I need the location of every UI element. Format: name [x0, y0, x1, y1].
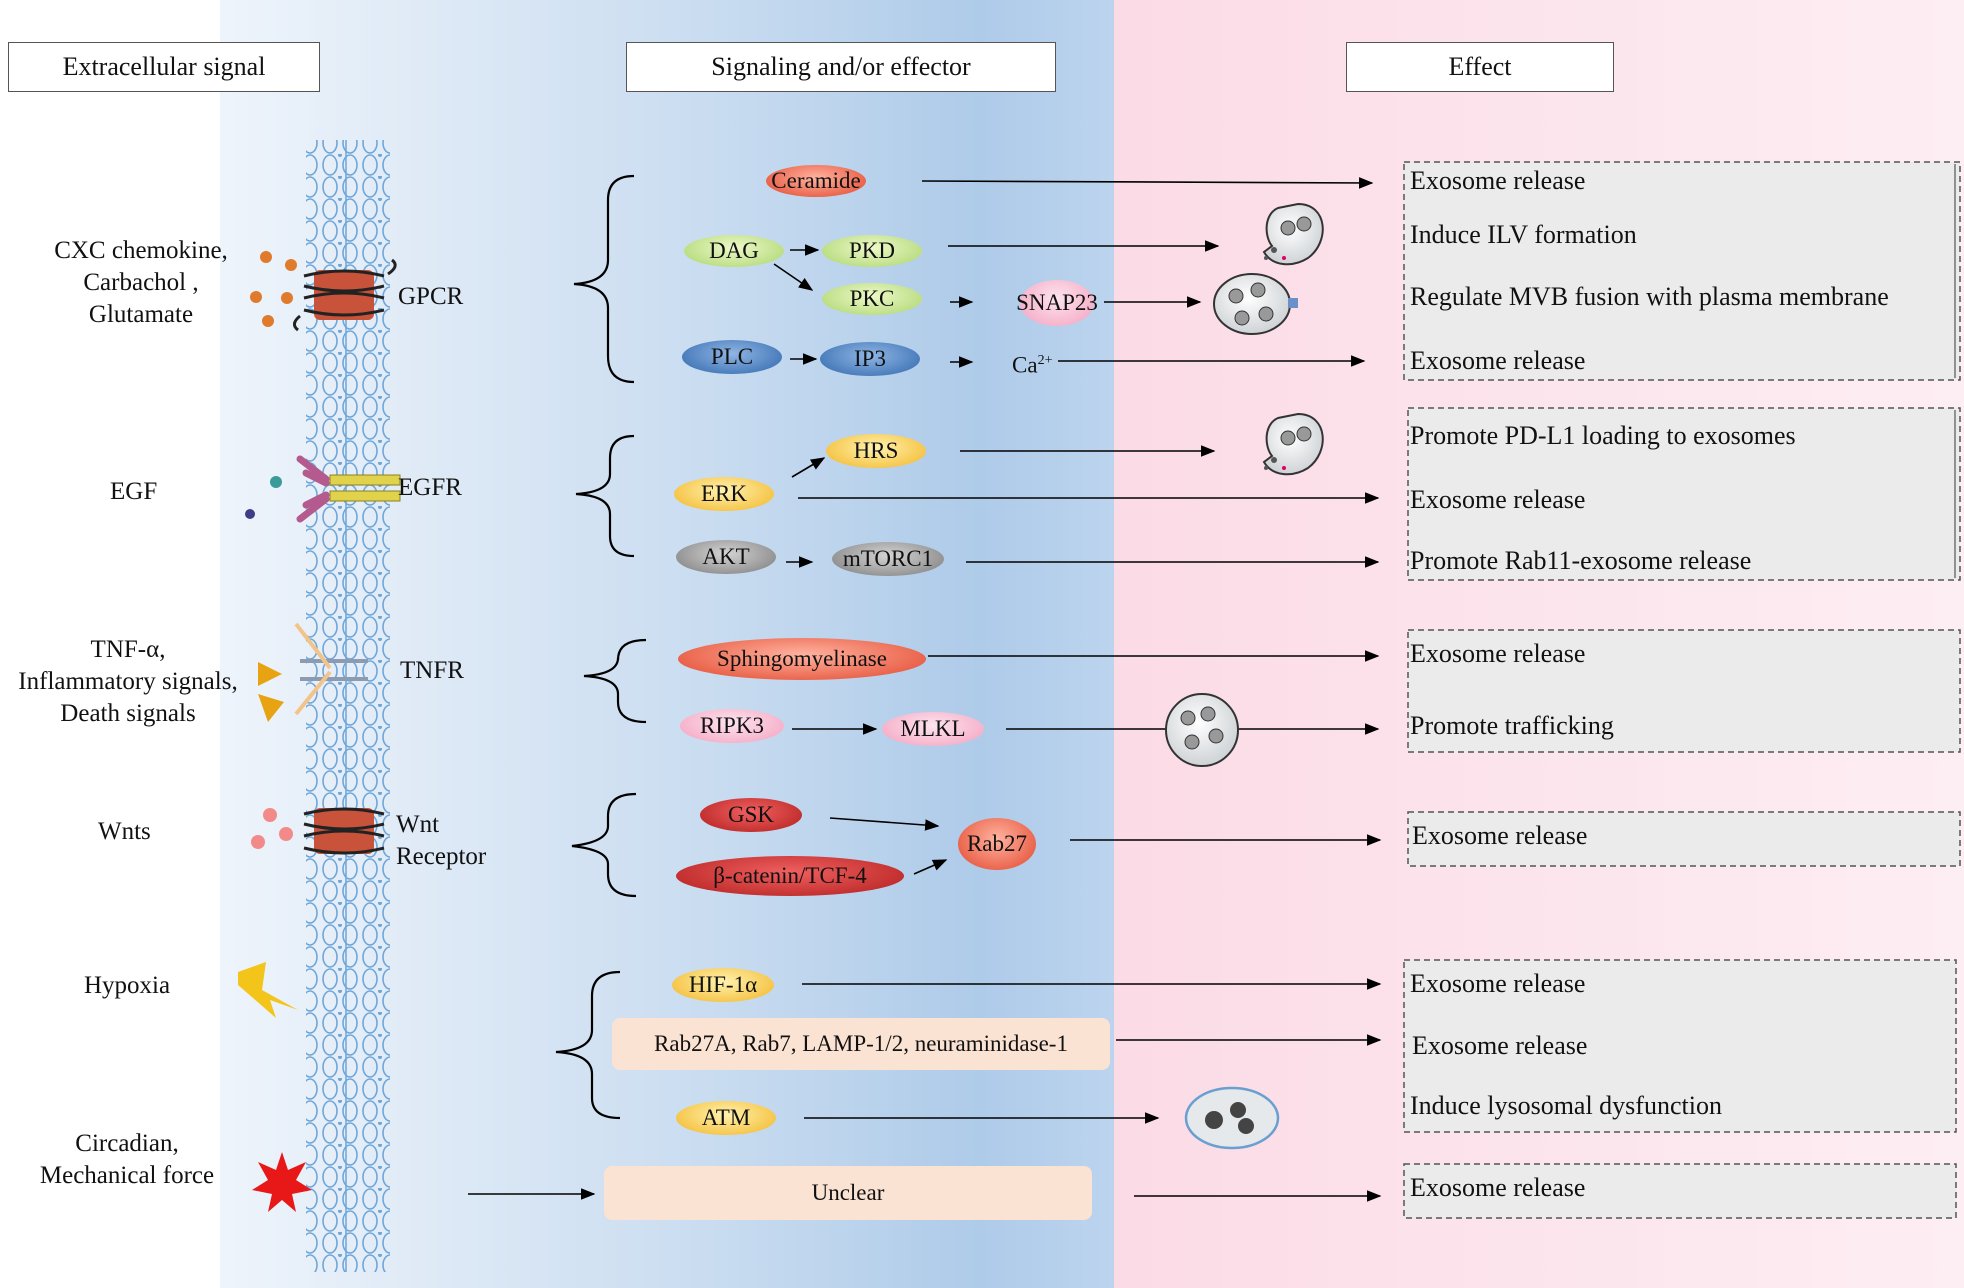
snap23-node: SNAP23	[1016, 280, 1098, 326]
signal-circadian: Circadian,Mechanical force	[39, 1130, 215, 1189]
ripk3-node: RIPK3	[680, 709, 784, 743]
cxc-ligand-icon	[250, 251, 297, 327]
pkd-node: PKD	[822, 235, 922, 267]
arrows	[468, 177, 1382, 1202]
signal-tnf: TNF-α,Inflammatory signals,Death signals	[18, 636, 238, 727]
starburst-icon	[252, 1152, 312, 1212]
calcium-label: Ca2+	[1012, 345, 1052, 382]
dag-node: DAG	[684, 235, 784, 267]
braces	[555, 174, 647, 1120]
effect-lysosomal-dysfunction: Induce lysosomal dysfunction	[1410, 1091, 1722, 1120]
signal-egf: EGF	[110, 478, 158, 505]
beta-catenin-node: β-catenin/TCF-4	[676, 856, 904, 896]
tnf-ligand-icon	[258, 662, 284, 722]
mvb-icon-1	[1262, 202, 1324, 266]
signal-wnts: Wnts	[98, 818, 151, 845]
mvb-fusion-icon	[1213, 273, 1298, 335]
header-effect: Effect	[1346, 42, 1614, 92]
receptor-tnfr: TNFR	[400, 657, 464, 684]
effect-exosome-release-5: Exosome release	[1412, 821, 1588, 850]
gsk-node: GSK	[700, 798, 802, 832]
effect-exosome-release-3: Exosome release	[1410, 485, 1586, 514]
akt-node: AKT	[676, 540, 776, 574]
sphingomyelinase-node: Sphingomyelinase	[678, 638, 926, 680]
header-signaling: Signaling and/or effector	[626, 42, 1056, 92]
effect-boxes	[1403, 161, 1961, 1219]
header-extracellular: Extracellular signal	[8, 42, 320, 92]
ip3-node: IP3	[820, 342, 920, 376]
effect-ilv-formation: Induce ILV formation	[1410, 220, 1637, 249]
egfr-receptor-icon	[296, 455, 401, 523]
lysosome-icon	[1184, 1086, 1280, 1150]
effect-mvb-fusion: Regulate MVB fusion with plasma membrane	[1410, 282, 1889, 311]
egf-ligand-icon	[270, 476, 282, 488]
effect-rab11-release: Promote Rab11-exosome release	[1410, 546, 1752, 575]
effect-exosome-release-4: Exosome release	[1410, 639, 1586, 668]
calcium-symbol: Ca	[1012, 352, 1038, 378]
mlkl-node: MLKL	[882, 712, 984, 746]
lightning-icon	[238, 962, 298, 1018]
pkc-node: PKC	[822, 283, 922, 315]
signal-cxc: CXC chemokine,Carbachol ,Glutamate	[54, 237, 228, 328]
wnt-receptor-icon	[303, 807, 385, 855]
egf-ligand-small-icon	[245, 509, 255, 519]
tnfr-receptor-icon	[294, 622, 368, 716]
receptor-egfr: EGFR	[398, 474, 462, 501]
receptor-gpcr: GPCR	[398, 283, 464, 310]
wnt-ligand-icon	[251, 808, 293, 849]
ceramide-node: Ceramide	[766, 165, 866, 197]
plasma-membrane	[306, 140, 390, 1272]
plc-node: PLC	[682, 340, 782, 374]
signal-hypoxia: Hypoxia	[84, 972, 171, 999]
hif-node: HIF-1α	[672, 968, 774, 1002]
atm-node: ATM	[676, 1101, 776, 1135]
hrs-node: HRS	[826, 434, 926, 468]
effect-exosome-release-8: Exosome release	[1410, 1173, 1586, 1202]
gpcr-receptor-icon	[293, 258, 397, 332]
mvb-icon-2	[1262, 412, 1324, 476]
effect-exosome-release-7: Exosome release	[1412, 1031, 1588, 1060]
rab-lamp-node: Rab27A, Rab7, LAMP-1/2, neuraminidase-1	[612, 1018, 1110, 1070]
calcium-charge: 2+	[1037, 353, 1053, 368]
effect-exosome-release-6: Exosome release	[1410, 969, 1586, 998]
effect-exosome-release-2: Exosome release	[1410, 346, 1586, 375]
mtorc1-node: mTORC1	[832, 542, 944, 576]
effect-exosome-release-1: Exosome release	[1410, 166, 1586, 195]
effect-trafficking: Promote trafficking	[1410, 711, 1614, 740]
unclear-node: Unclear	[604, 1166, 1092, 1220]
effect-pdl1-loading: Promote PD-L1 loading to exosomes	[1410, 421, 1796, 450]
rab27-node: Rab27	[958, 818, 1036, 870]
erk-node: ERK	[674, 477, 774, 511]
mvb-trafficking-icon	[1165, 693, 1239, 767]
